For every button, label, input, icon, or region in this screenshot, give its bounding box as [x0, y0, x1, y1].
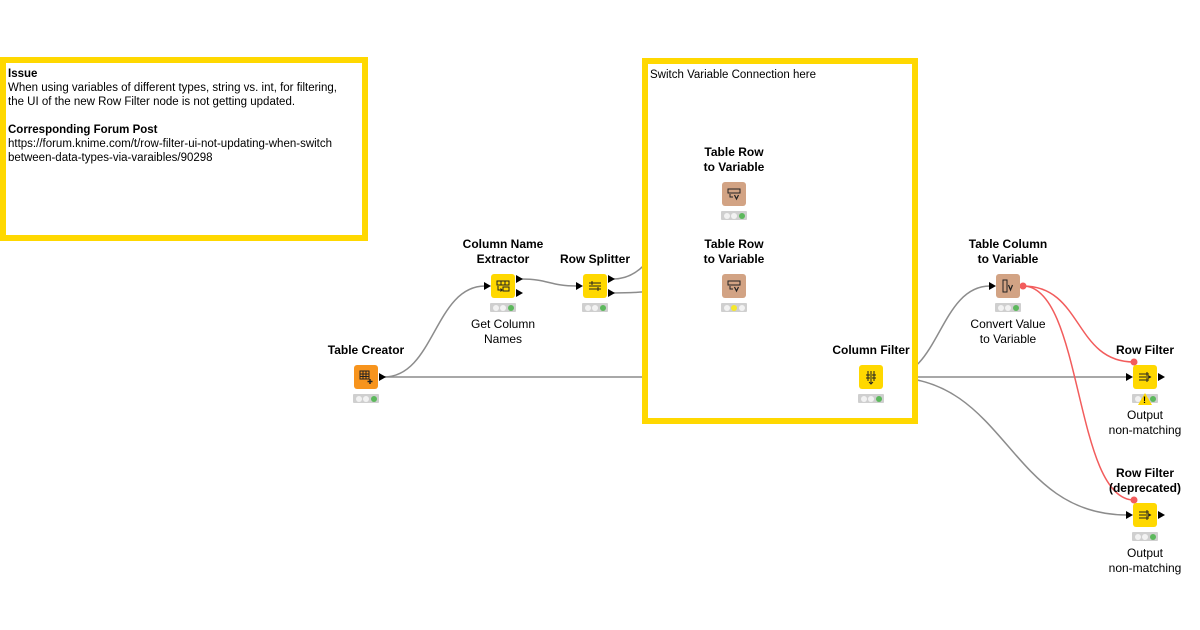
warning-mark: ! — [1143, 395, 1146, 405]
status-light — [738, 212, 745, 219]
node-table-column-to-variable[interactable] — [996, 274, 1020, 298]
node-name: Row Filter — [1115, 342, 1175, 357]
variable-connection[interactable] — [1022, 285, 1135, 501]
node-row-splitter[interactable] — [583, 274, 607, 298]
input-port[interactable] — [1126, 373, 1133, 381]
output-port[interactable] — [608, 289, 615, 297]
node-name: Table Row to Variable — [703, 145, 765, 174]
node-status-executed — [490, 303, 516, 312]
status-light — [875, 395, 882, 402]
input-port[interactable] — [576, 282, 583, 290]
variable-output-port[interactable] — [1019, 282, 1027, 290]
annotation-text: https://forum.knime.com/t/row-filter-ui-… — [8, 138, 333, 150]
status-light — [1142, 533, 1148, 540]
status-light — [1134, 395, 1141, 402]
node-status-executed — [582, 303, 608, 312]
column-extract-icon — [495, 278, 511, 294]
status-light — [731, 304, 737, 311]
node-status-executed — [353, 394, 379, 403]
data-connection[interactable] — [520, 278, 578, 287]
column-filter-icon — [863, 369, 879, 385]
status-light — [599, 304, 606, 311]
row-filter-icon — [1137, 369, 1153, 385]
status-light — [723, 212, 730, 219]
node-status-executed — [995, 303, 1021, 312]
node-table-creator[interactable] — [354, 365, 378, 389]
node-row-filter-deprecated[interactable] — [1133, 503, 1157, 527]
node-table-row-to-variable-1[interactable] — [722, 182, 746, 206]
input-port[interactable] — [484, 282, 491, 290]
column-to-variable-icon — [1000, 278, 1016, 294]
node-name: Table Row to Variable — [703, 237, 765, 266]
status-light — [363, 395, 369, 402]
annotation-heading: Corresponding Forum Post — [8, 124, 158, 136]
status-light — [1149, 533, 1156, 540]
node-name: Column Filter — [832, 342, 910, 357]
status-light — [355, 395, 362, 402]
status-light — [1005, 304, 1011, 311]
status-light — [1012, 304, 1019, 311]
input-port[interactable] — [989, 282, 996, 290]
status-light — [997, 304, 1004, 311]
status-light — [507, 304, 514, 311]
node-comment: Get Column Names — [470, 317, 536, 346]
row-split-icon — [587, 278, 603, 294]
node-comment: Convert Value to Variable — [970, 317, 1046, 346]
annotation-text: between-data-types-via-varaibles/90298 — [8, 152, 213, 164]
node-status-executed — [858, 394, 884, 403]
output-port[interactable] — [1158, 511, 1165, 519]
annotation-text: Switch Variable Connection here — [650, 69, 816, 81]
table-plus-icon — [358, 369, 374, 385]
output-port[interactable] — [516, 275, 523, 283]
variable-input-port[interactable] — [1130, 496, 1138, 504]
node-status-executed — [721, 211, 747, 220]
output-port[interactable] — [379, 373, 386, 381]
status-light — [1149, 395, 1156, 402]
node-comment: Output non-matching — [1108, 546, 1182, 575]
row-filter-icon — [1137, 507, 1153, 523]
data-connection[interactable] — [888, 376, 1128, 516]
node-column-name-extractor[interactable] — [491, 274, 515, 298]
node-status-configured — [721, 303, 747, 312]
status-light — [860, 395, 867, 402]
node-name: Table Column to Variable — [968, 237, 1048, 266]
output-port[interactable] — [516, 289, 523, 297]
status-light — [370, 395, 377, 402]
data-connection[interactable] — [383, 285, 486, 378]
annotation-text: the UI of the new Row Filter node is not… — [8, 96, 296, 108]
row-to-variable-icon — [726, 278, 742, 294]
status-light — [868, 395, 874, 402]
status-light — [738, 304, 745, 311]
row-to-variable-icon — [726, 186, 742, 202]
status-light — [584, 304, 591, 311]
node-status-executed — [1132, 532, 1158, 541]
status-light — [731, 212, 737, 219]
status-light — [492, 304, 499, 311]
node-column-filter[interactable] — [859, 365, 883, 389]
variable-input-port[interactable] — [1130, 358, 1138, 366]
output-port[interactable] — [608, 275, 615, 283]
variable-connection[interactable] — [1022, 285, 1135, 363]
output-port[interactable] — [1158, 373, 1165, 381]
status-light — [500, 304, 506, 311]
annotation-heading: Issue — [8, 68, 38, 80]
status-light — [1134, 533, 1141, 540]
warning-icon[interactable]: ! — [1138, 393, 1152, 405]
node-row-filter[interactable] — [1133, 365, 1157, 389]
annotation-switch[interactable]: Switch Variable Connection here — [642, 58, 918, 424]
annotation-text: When using variables of different types,… — [8, 82, 337, 94]
node-comment: Output non-matching — [1108, 408, 1182, 437]
annotation-text — [8, 109, 360, 123]
status-light — [592, 304, 598, 311]
node-name: Row Splitter — [559, 251, 631, 266]
input-port[interactable] — [1126, 511, 1133, 519]
node-name: Column Name Extractor — [462, 237, 544, 266]
status-light — [723, 304, 730, 311]
node-name: Row Filter (deprecated) — [1108, 466, 1182, 495]
node-name: Table Creator — [327, 342, 405, 357]
node-table-row-to-variable-2[interactable] — [722, 274, 746, 298]
